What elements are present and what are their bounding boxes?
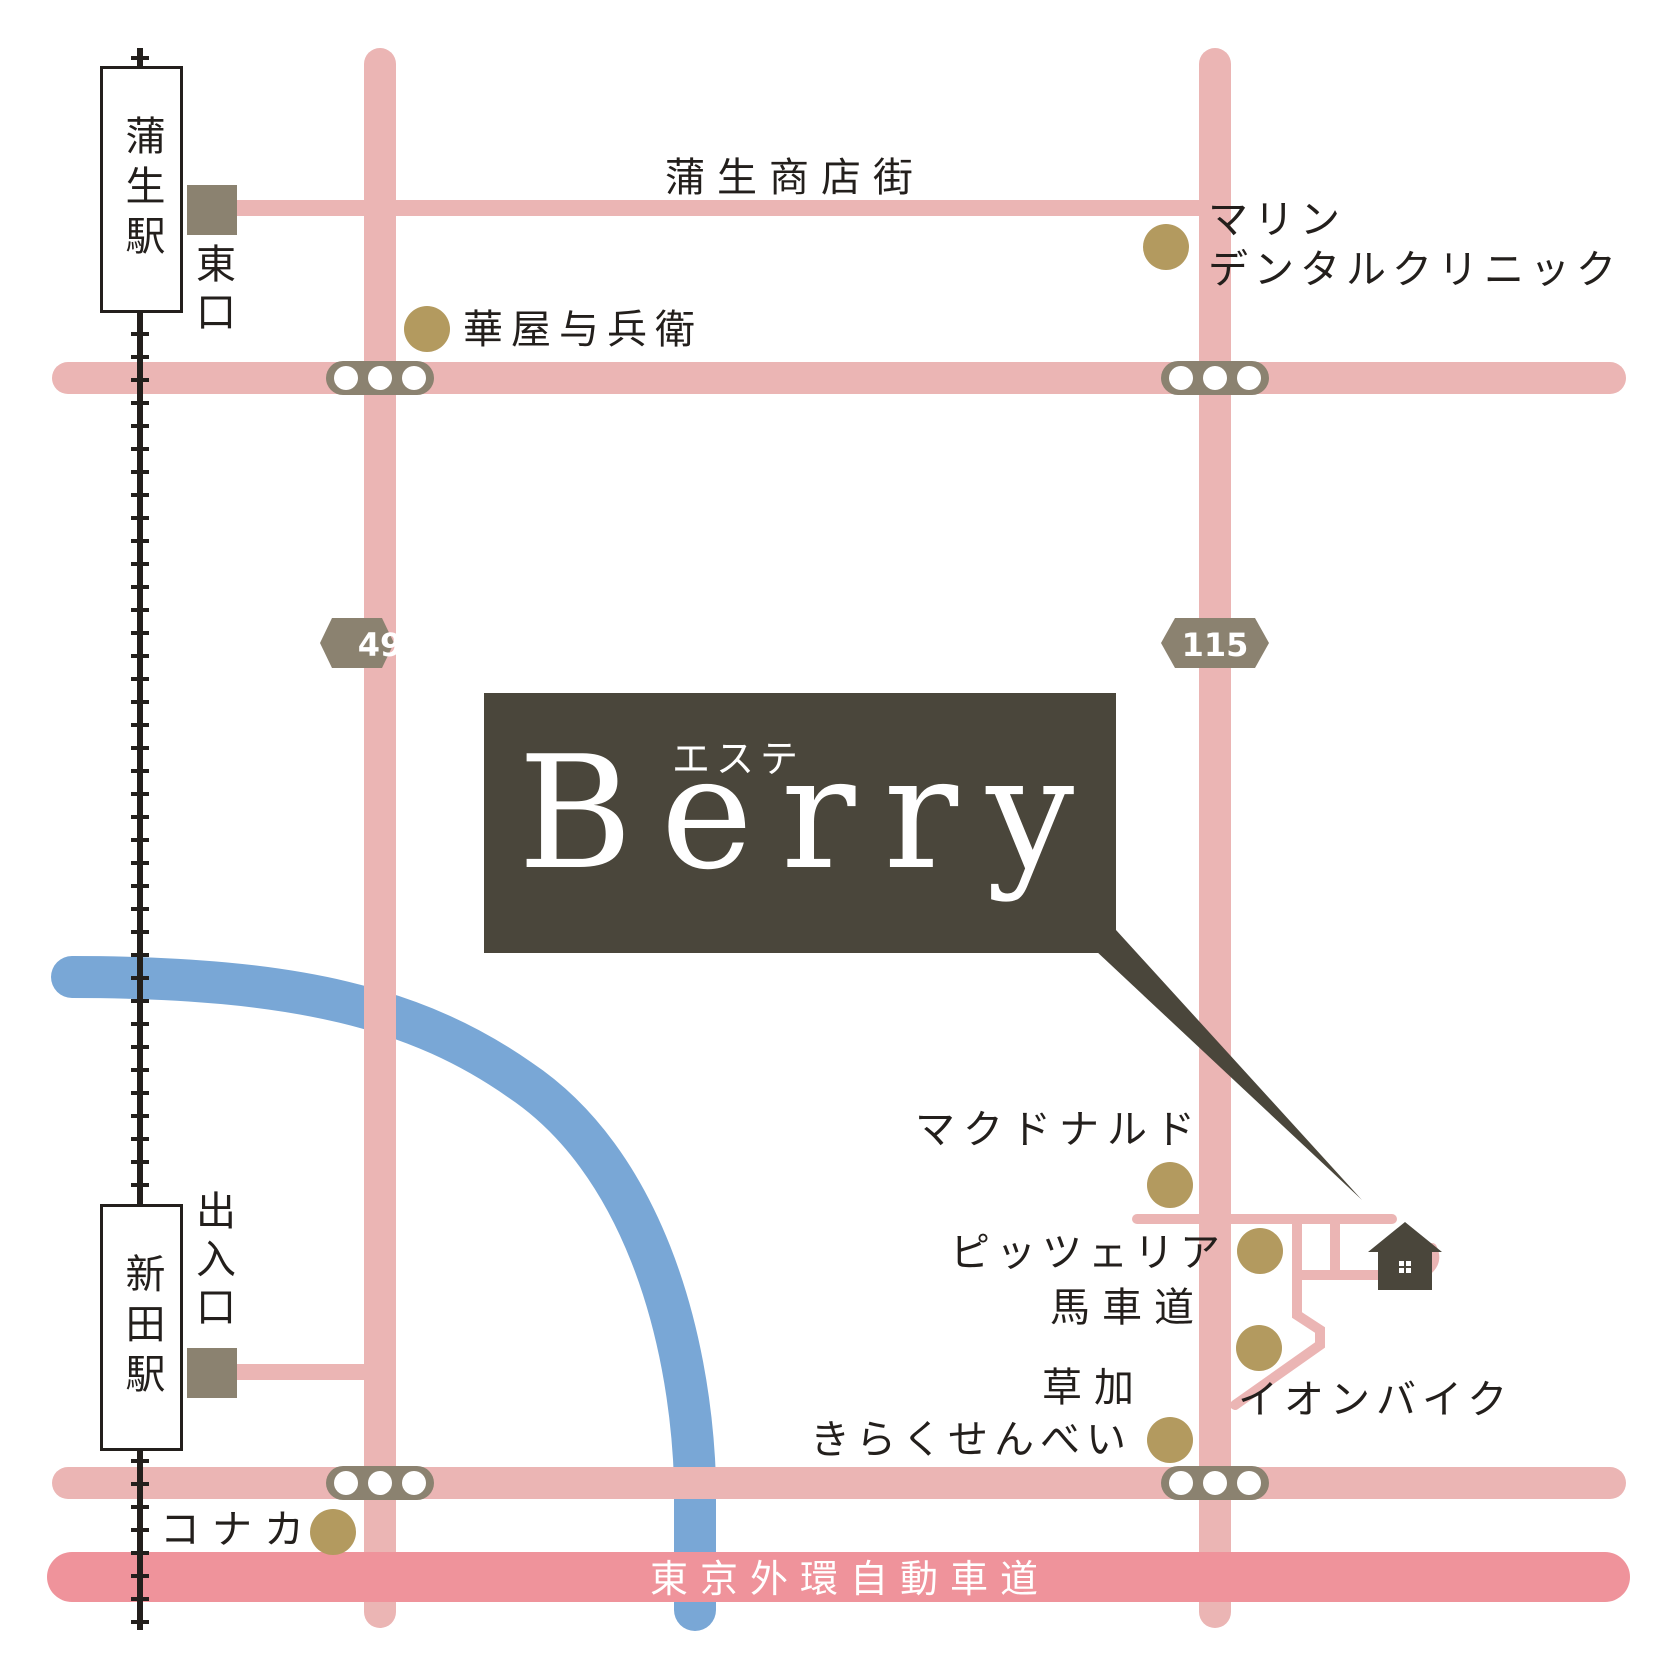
poi-dot-icon bbox=[1236, 1325, 1282, 1371]
shinden-station-label: 新田駅 bbox=[118, 1252, 165, 1403]
river bbox=[51, 956, 716, 1631]
marine-dental-label-1: マリン bbox=[1208, 197, 1346, 243]
gamo-east-exit-label: 東口 bbox=[189, 243, 235, 339]
shinden-station: 新田駅 bbox=[100, 1204, 183, 1451]
mcdonalds-label: マクドナルド bbox=[915, 1107, 1203, 1153]
pizzeria-label-1: ピッツェリア bbox=[950, 1230, 1226, 1276]
expressway-label: 東京外環自動車道 bbox=[650, 1557, 1051, 1601]
gamo-east-exit-marker bbox=[187, 185, 237, 235]
gamo-station-label: 蒲生駅 bbox=[118, 114, 165, 265]
konaka-label: コナカ bbox=[160, 1507, 316, 1553]
house-icon bbox=[1368, 1222, 1442, 1290]
aeon-bike-label: イオンバイク bbox=[1238, 1377, 1514, 1423]
shinden-exit-marker bbox=[187, 1348, 237, 1398]
pizzeria-label-2: 馬車道 bbox=[1050, 1285, 1206, 1331]
poi-dot-icon bbox=[310, 1509, 356, 1555]
callout-pointer bbox=[1095, 930, 1362, 1200]
marine-dental-label-2: デンタルクリニック bbox=[1208, 247, 1622, 293]
brand-name: Berry bbox=[518, 722, 1103, 904]
route-49-label: 49 bbox=[357, 626, 403, 664]
hanaya-label: 華屋与兵衛 bbox=[463, 307, 703, 353]
traffic-signal-icon bbox=[326, 361, 434, 395]
poi-dot-icon bbox=[1143, 224, 1189, 270]
poi-dot-icon bbox=[1147, 1417, 1193, 1463]
traffic-signal-icon bbox=[326, 1466, 434, 1500]
traffic-signal-icon bbox=[1161, 361, 1269, 395]
route-115-label: 115 bbox=[1181, 626, 1249, 664]
gamo-station: 蒲生駅 bbox=[100, 66, 183, 313]
kiraku-label-1: 草加 bbox=[1042, 1365, 1146, 1411]
kiraku-label-2: きらくせんべい bbox=[810, 1417, 1132, 1463]
route-hexagon-icon bbox=[1161, 618, 1269, 668]
poi-dot-icon bbox=[1237, 1228, 1283, 1274]
poi-dot-icon bbox=[404, 306, 450, 352]
shopping-street-label: 蒲生商店街 bbox=[665, 155, 925, 201]
brand-subtitle: エステ bbox=[672, 737, 805, 781]
poi-dot-icon bbox=[1147, 1162, 1193, 1208]
brand-callout bbox=[484, 693, 1116, 953]
route-hexagon-icon bbox=[320, 618, 394, 668]
shinden-exit-label: 出入口 bbox=[189, 1190, 235, 1334]
traffic-signal-icon bbox=[1161, 1466, 1269, 1500]
